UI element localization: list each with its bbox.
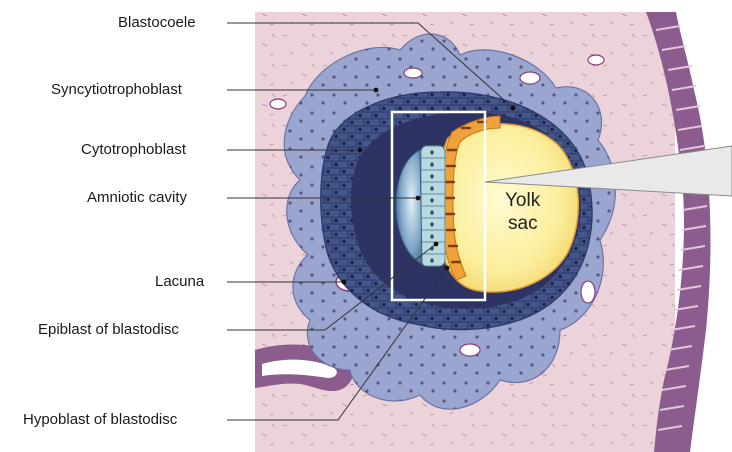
epiblast-cell-walls xyxy=(421,157,445,255)
label-cytotrophoblast: Cytotrophoblast xyxy=(81,141,187,158)
lacuna-small xyxy=(580,280,596,304)
endometrial-vessel xyxy=(587,54,605,66)
lacuna-small xyxy=(459,343,481,357)
leader-lines xyxy=(227,22,514,421)
lacuna-small xyxy=(403,67,423,79)
uterine-gland-lumen xyxy=(262,359,337,378)
amniotic-cavity xyxy=(395,149,423,265)
hypoblast-nuclei xyxy=(444,120,488,264)
label-blastocoele: Blastocoele xyxy=(118,14,196,31)
yolk-sac-label-line1: Yolk xyxy=(505,190,541,211)
detail-callout xyxy=(484,145,732,197)
endometrial-vessel xyxy=(269,98,287,110)
detail-frame xyxy=(390,110,487,302)
leader-dots xyxy=(341,87,516,285)
label-lacuna: Lacuna xyxy=(155,273,205,290)
label-syncytiotrophoblast: Syncytiotrophoblast xyxy=(51,81,182,98)
label-epiblast: Epiblast of blastodisc xyxy=(38,321,179,338)
lacuna-small xyxy=(519,71,541,85)
label-amniotic-cavity: Amniotic cavity xyxy=(87,189,188,206)
label-hypoblast: Hypoblast of blastodisc xyxy=(23,411,178,428)
uterine-epithelium xyxy=(646,12,711,452)
yolk-sac-label-line2: sac xyxy=(508,213,538,234)
